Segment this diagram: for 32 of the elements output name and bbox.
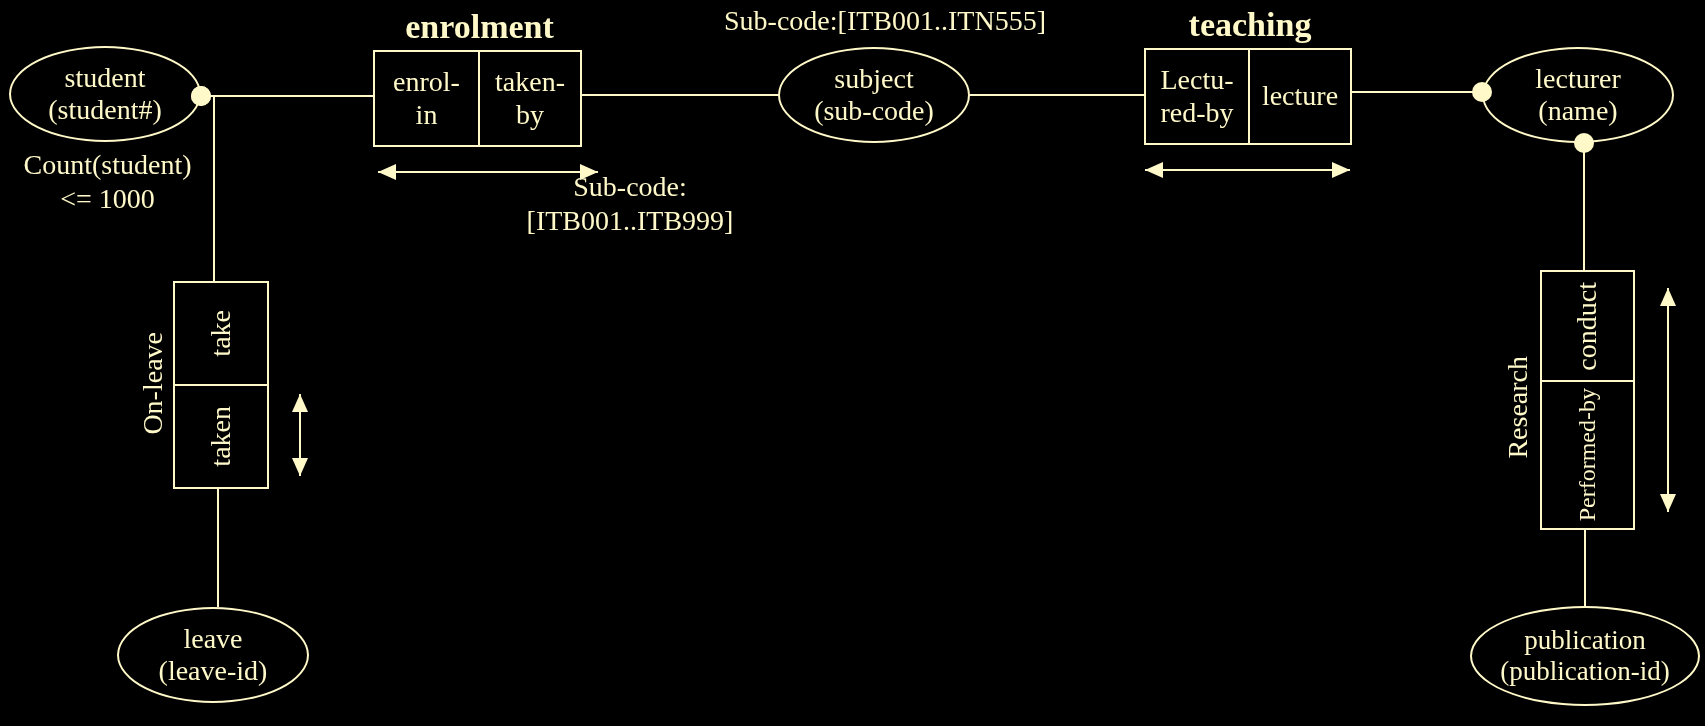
connector-line xyxy=(1349,82,1492,102)
role-name: enrol- in xyxy=(392,66,461,131)
role-name: conduct xyxy=(1571,281,1604,371)
connector-line xyxy=(1574,133,1594,273)
role-name: take xyxy=(204,310,237,357)
entity-ellipse xyxy=(9,46,201,142)
connector-line xyxy=(579,94,779,96)
entity-name: student (student#) xyxy=(47,61,163,127)
fact-type-name: teaching xyxy=(1188,6,1312,44)
entity-ellipse xyxy=(1482,47,1674,143)
entity-ellipse xyxy=(117,607,309,703)
fact-type-name: enrolment xyxy=(405,8,554,46)
connector-line xyxy=(969,94,1147,96)
entity-name: publication (publication-id) xyxy=(1499,624,1671,688)
connector-line xyxy=(217,486,219,608)
connector-line xyxy=(1584,527,1586,607)
entity-ellipse xyxy=(778,47,970,143)
constraint-note: Count(student) <= 1000 xyxy=(22,148,193,216)
entity-name: subject (sub-code) xyxy=(813,62,935,128)
connector-line xyxy=(191,86,215,284)
entity-name: leave (leave-id) xyxy=(157,622,269,688)
role-name: taken- by xyxy=(494,66,566,131)
role-name: lecture xyxy=(1261,80,1339,113)
role-name: taken xyxy=(204,406,237,467)
entity-name: lecturer (name) xyxy=(1534,62,1622,128)
value-constraint: Sub-code: [ITB001..ITB999] xyxy=(525,170,735,238)
constraint-note: Sub-code:[ITB001..ITN555] xyxy=(723,4,1047,38)
entity-ellipse xyxy=(1470,606,1700,706)
role-name: Lectu- red-by xyxy=(1159,64,1235,129)
role-name: Performed-by xyxy=(1573,388,1601,522)
fact-type-name: Research xyxy=(1502,355,1534,459)
fact-type-name: On-leave xyxy=(137,331,169,435)
